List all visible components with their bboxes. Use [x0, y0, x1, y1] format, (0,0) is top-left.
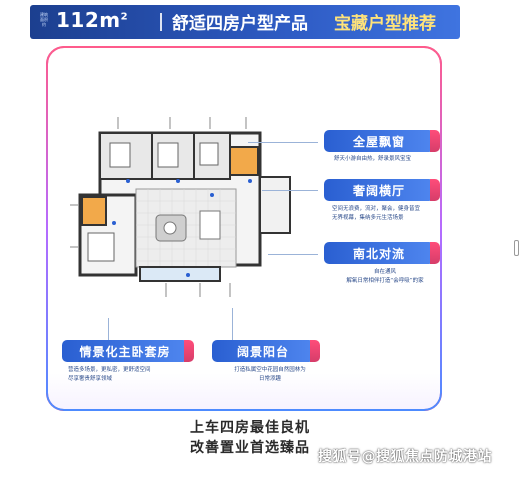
feature-desc: 打造私属空中花园自然园林为 日常添趣 [212, 366, 328, 384]
area-badge: 建筑 面积 约 [35, 12, 53, 27]
feature-title-master-suite: 情景化主卧套房 [62, 340, 194, 362]
badge-line: 建筑 [40, 12, 48, 17]
connector-line [232, 308, 233, 340]
bed-icon [199, 142, 219, 166]
table-icon [163, 221, 177, 235]
bathroom-top [229, 146, 259, 176]
feature-desc: 舒天小游自由热，舒录景风宝宝 [334, 155, 434, 164]
feature-desc-line: 无界视幕，集纳多元生活场景 [332, 215, 404, 221]
watermark: 搜狐号@搜狐焦点防城港站 [318, 449, 492, 465]
balcony [139, 266, 221, 282]
floor-plan [70, 115, 300, 305]
feature-desc-line: 舒天小游自由热，舒录景风宝宝 [334, 156, 412, 162]
feature-title-living-hall: 奢阔横厅 [324, 179, 440, 201]
footer-slogan: 上车四房最佳良机 改善置业首选臻品 [150, 418, 350, 458]
feature-desc-line: 自在通风 [373, 269, 396, 275]
marker-dot [176, 179, 180, 183]
connector-line [268, 254, 318, 255]
header-divider [160, 13, 162, 31]
bed-icon [109, 142, 131, 168]
feature-title-bay-window: 全屋飘窗 [324, 130, 440, 152]
marker-dot [210, 193, 214, 197]
bathroom-left [81, 196, 107, 226]
connector-line [248, 142, 318, 143]
marker-dot [248, 179, 252, 183]
bed-icon [157, 142, 179, 168]
feature-desc: 自在通风 解氧日常相伴打造“会呼吸”的家 [330, 268, 440, 286]
area-number: 112m [56, 8, 121, 32]
feature-desc-line: 营造多场景，更私密，更舒适空间 [68, 367, 151, 373]
badge-line: 面积 [40, 17, 48, 22]
marker-dot [126, 179, 130, 183]
feature-desc-line: 空间无浪费，流对，聚会，健身皆宜 [332, 206, 421, 212]
feature-desc: 营造多场景，更私密，更舒适空间 尽享奢贵舒享领域 [68, 366, 188, 384]
badge-line: 约 [42, 22, 46, 27]
area-value: 112m2 [56, 8, 128, 32]
dining-table-icon [199, 210, 221, 240]
connector-line [262, 190, 318, 191]
feature-title-balcony: 阔景阳台 [212, 340, 320, 362]
feature-desc-line: 打造私属空中花园自然园林为 [234, 367, 306, 373]
feature-desc-line: 尽享奢贵舒享领域 [68, 376, 113, 382]
header-subtitle: 宝藏户型推荐 [334, 14, 436, 34]
kitchen [259, 176, 291, 234]
marker-dot [186, 273, 190, 277]
area-unit: 2 [120, 11, 129, 23]
footer-line: 改善置业首选臻品 [190, 440, 310, 456]
feature-desc: 空间无浪费，流对，聚会，健身皆宜 无界视幕，集纳多元生活场景 [332, 205, 438, 223]
feature-title-ventilation: 南北对流 [324, 242, 440, 264]
footer-line: 上车四房最佳良机 [190, 420, 310, 436]
marker-dot [112, 221, 116, 225]
window-markers [70, 117, 247, 297]
header-banner: 建筑 面积 约 112m2 舒适四房户型产品 宝藏户型推荐 [30, 5, 460, 39]
edge-handle [514, 240, 519, 256]
feature-desc-line: 解氧日常相伴打造“会呼吸”的家 [346, 278, 424, 284]
feature-desc-line: 日常添趣 [258, 376, 281, 382]
header-title: 舒适四房户型产品 [172, 14, 308, 34]
bed-icon [87, 232, 115, 262]
floor-plan-drawing [70, 117, 291, 297]
connector-line [108, 318, 109, 340]
